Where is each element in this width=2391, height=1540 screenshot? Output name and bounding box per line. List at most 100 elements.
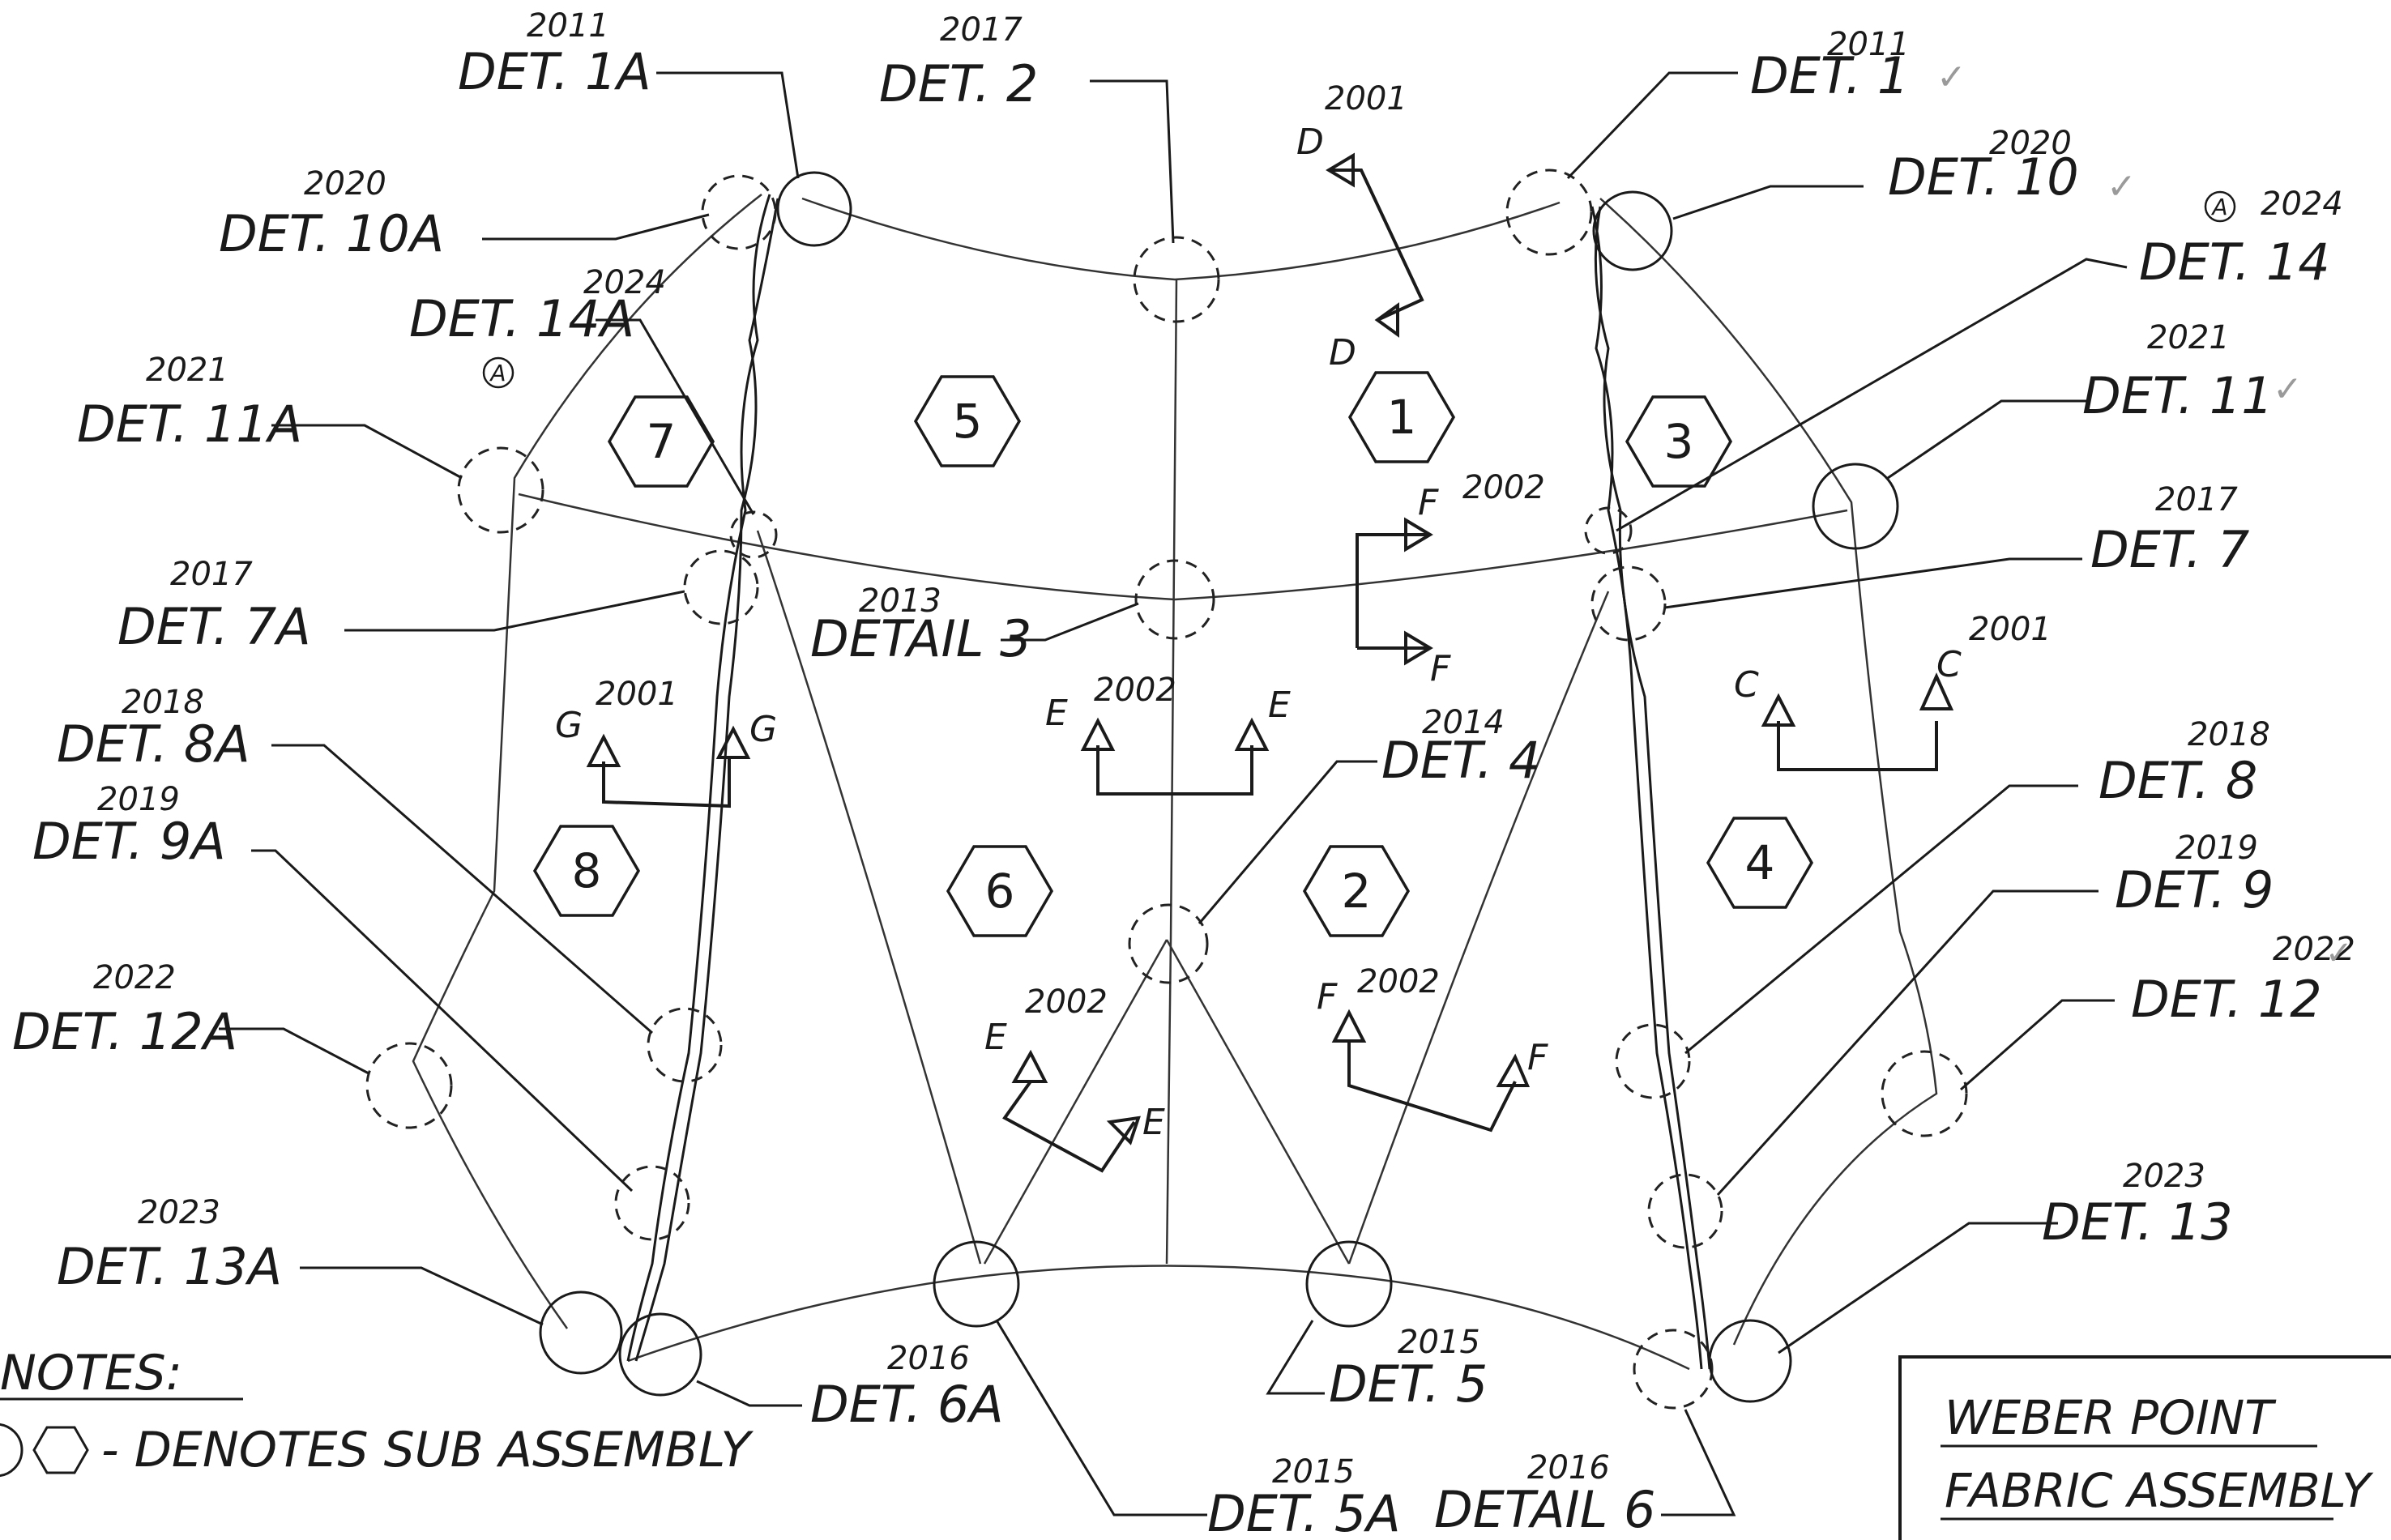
- drawing-number: 2021: [146, 352, 228, 389]
- drawing-number: 2014: [1422, 704, 1505, 741]
- section-markers: [586, 152, 1954, 1173]
- notes-heading: NOTES:: [0, 1345, 182, 1401]
- hexagon-6: 6: [946, 845, 1054, 937]
- drawing-number: 2016: [1527, 1449, 1610, 1487]
- subassembly-hexagons: 1 2 3 4 5 6 7 8: [532, 371, 1814, 937]
- detail-label-13a: DET. 13A: [57, 1237, 282, 1296]
- leader-line: [1616, 258, 2128, 532]
- hexagon-5: 5: [913, 375, 1022, 467]
- center-left-diagonal: [983, 939, 1168, 1265]
- detail-circle: [457, 446, 544, 534]
- section-letter-f: F: [1418, 482, 1439, 523]
- hexagon-label: 4: [1745, 835, 1775, 890]
- left-cable-line: [626, 194, 771, 1362]
- detail-label-12: DET. 12: [2131, 970, 2322, 1029]
- detail-labels: 2011 DET. 1A 2017 DET. 2 2011 DET. 1 ✓ 2…: [12, 7, 2355, 1540]
- revision-marker: [2204, 190, 2236, 223]
- detail-label-11a: DET. 11A: [77, 395, 302, 454]
- section-letter-d: D: [1329, 332, 1356, 373]
- detail-circle: [776, 171, 852, 247]
- detail-label-1a: DET. 1A: [458, 42, 651, 101]
- leader-line: [344, 590, 685, 632]
- detail-label-2: DET. 2: [879, 54, 1038, 113]
- detail-label-6a: DET. 6A: [810, 1375, 1004, 1434]
- section-letter-f: F: [1527, 1037, 1548, 1078]
- leader-line: [1001, 602, 1139, 642]
- section-line-d: [1329, 169, 1424, 322]
- section-arrow-e: [1106, 1116, 1141, 1145]
- hexagon-label: 6: [985, 864, 1015, 919]
- drawing-number: 2016: [887, 1340, 970, 1377]
- leader-line: [656, 71, 800, 179]
- section-number: 2002: [1462, 469, 1545, 506]
- hexagon-label: 1: [1387, 390, 1417, 445]
- check-mark-icon: ✓: [2273, 369, 2303, 410]
- detail-circle: [1133, 236, 1220, 323]
- center-seam-line: [1165, 279, 1178, 1265]
- detail-circles: [365, 169, 1968, 1410]
- detail-circle: [618, 1312, 702, 1397]
- drawing-number: 2011: [1827, 26, 1910, 63]
- title-block: WEBER POINT FABRIC ASSEMBLY: [1898, 1355, 2391, 1540]
- detail-circle: [1812, 463, 1899, 550]
- check-mark-icon: ✓: [2325, 935, 2353, 972]
- detail-label-9a: DET. 9A: [32, 812, 226, 871]
- section-arrow-d: [1326, 152, 1355, 188]
- detail-circle: [933, 1240, 1020, 1328]
- check-mark-icon: ✓: [1936, 57, 1966, 98]
- section-arrow-g: [715, 725, 751, 759]
- section-arrow-f: [1404, 517, 1433, 552]
- section-letter-e: E: [1045, 693, 1068, 734]
- drawing-number: 2019: [97, 781, 180, 818]
- detail-label-5: DET. 5: [1329, 1354, 1488, 1414]
- drawing-number: 2024: [583, 264, 666, 301]
- detail-label-10: DET. 10: [1888, 147, 2079, 207]
- drawing-number: 2021: [2147, 319, 2230, 356]
- detail-label-5a: DET. 5A: [1207, 1484, 1401, 1540]
- left-diagonal-line: [756, 530, 982, 1265]
- right-diagonal-line: [1347, 591, 1610, 1265]
- drawing-number: 2022: [2273, 931, 2355, 968]
- hexagon-label: 7: [647, 414, 677, 469]
- right-cable-line: [1590, 206, 1703, 1370]
- leader-line: [1887, 399, 2086, 480]
- right-cable-line-2: [1594, 206, 1711, 1370]
- title-line-2: FABRIC ASSEMBLY: [1945, 1463, 2374, 1518]
- detail-label-4: DET. 4: [1381, 731, 1540, 790]
- section-line-g: [602, 757, 731, 808]
- leader-line: [596, 318, 755, 515]
- revision-marker: [482, 356, 514, 389]
- section-number: 2002: [1357, 963, 1440, 1000]
- detail-circle: [1708, 1319, 1792, 1403]
- left-outer-line: [412, 194, 762, 1329]
- detail-label-14a: DET. 14A: [409, 289, 634, 348]
- section-arrow-e: [1234, 717, 1270, 751]
- leader-line: [1672, 185, 1864, 220]
- detail-circle: [1128, 903, 1209, 984]
- section-arrow-f: [1331, 1009, 1367, 1043]
- drawing-number: 2020: [304, 165, 386, 203]
- leader-line: [300, 1266, 544, 1326]
- section-number: 2002: [1094, 672, 1176, 709]
- leader-line: [1684, 784, 2078, 1055]
- detail-circle: [701, 174, 777, 250]
- section-number: 2001: [596, 676, 678, 713]
- hexagon-4: 4: [1706, 817, 1814, 909]
- middle-edge-line: [518, 493, 1848, 601]
- section-arrow-f: [1496, 1053, 1531, 1087]
- detail-circle: [365, 1042, 453, 1129]
- section-number: 2001: [1969, 611, 2052, 648]
- drawing-number: 2018: [122, 684, 204, 721]
- leader-line: [1960, 999, 2115, 1091]
- leader-line: [696, 1380, 802, 1407]
- leader-line: [271, 744, 653, 1034]
- drawing-number: 2017: [940, 11, 1023, 49]
- hexagon-symbol-icon: [32, 1426, 89, 1474]
- fabric-frame: [412, 194, 1938, 1371]
- leader-line: [271, 424, 463, 480]
- section-arrow-f: [1404, 630, 1433, 666]
- section-line-f-lower: [1347, 1041, 1517, 1133]
- detail-circle: [647, 1007, 723, 1083]
- leader-line: [995, 1320, 1207, 1517]
